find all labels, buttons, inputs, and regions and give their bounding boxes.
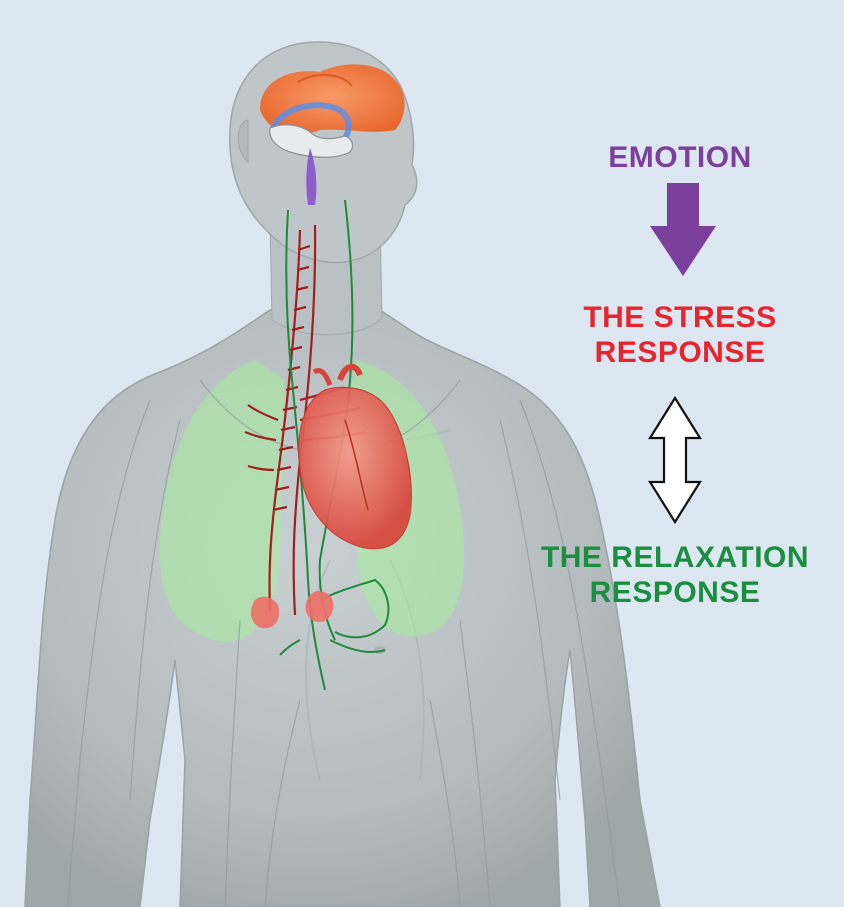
stress-label-line1: THE STRESS bbox=[530, 300, 830, 335]
relax-label-line2: RESPONSE bbox=[510, 575, 840, 610]
double-arrow-icon bbox=[650, 398, 700, 522]
emotion-label: EMOTION bbox=[560, 140, 800, 175]
relax-label-line1: THE RELAXATION bbox=[510, 540, 840, 575]
stress-label-line2: RESPONSE bbox=[530, 335, 830, 370]
stress-response-label: THE STRESS RESPONSE bbox=[530, 300, 830, 371]
relaxation-response-label: THE RELAXATION RESPONSE bbox=[510, 540, 840, 611]
down-arrow-icon bbox=[650, 183, 716, 276]
emotion-text: EMOTION bbox=[608, 141, 752, 174]
